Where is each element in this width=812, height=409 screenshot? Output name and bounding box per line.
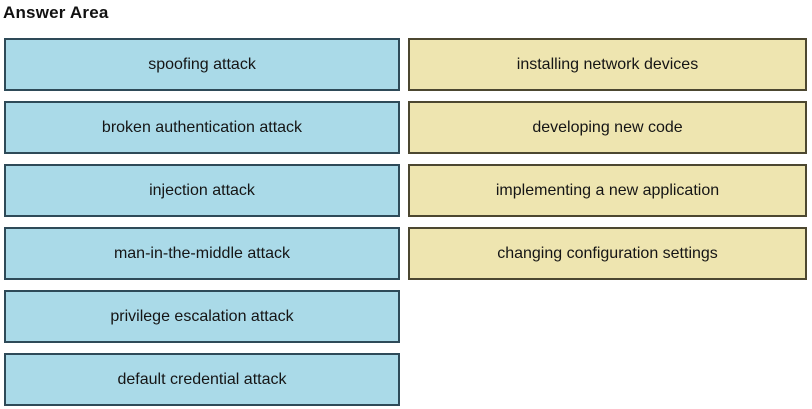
answer-area-title: Answer Area xyxy=(3,3,109,22)
match-target-implementing-a-new-application[interactable]: implementing a new application xyxy=(408,164,807,217)
drag-item-man-in-the-middle-attack[interactable]: man-in-the-middle attack xyxy=(4,227,400,280)
match-targets-column: installing network devices developing ne… xyxy=(408,38,807,406)
drag-item-spoofing-attack[interactable]: spoofing attack xyxy=(4,38,400,91)
match-target-installing-network-devices[interactable]: installing network devices xyxy=(408,38,807,91)
match-target-developing-new-code[interactable]: developing new code xyxy=(408,101,807,154)
matching-columns: spoofing attack broken authentication at… xyxy=(4,38,807,406)
match-target-changing-configuration-settings[interactable]: changing configuration settings xyxy=(408,227,807,280)
drag-item-default-credential-attack[interactable]: default credential attack xyxy=(4,353,400,406)
drag-item-injection-attack[interactable]: injection attack xyxy=(4,164,400,217)
drag-item-privilege-escalation-attack[interactable]: privilege escalation attack xyxy=(4,290,400,343)
drag-options-column: spoofing attack broken authentication at… xyxy=(4,38,400,406)
drag-item-broken-authentication-attack[interactable]: broken authentication attack xyxy=(4,101,400,154)
